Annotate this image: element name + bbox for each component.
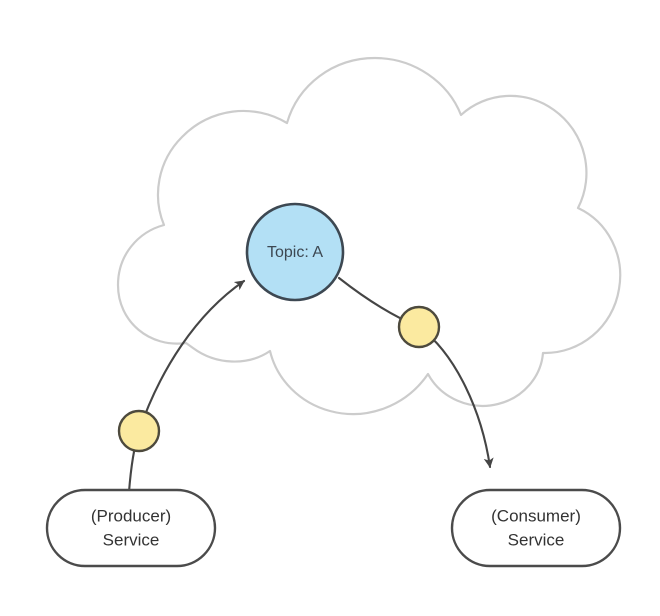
- producer-message-dot-circle[interactable]: [117, 409, 161, 453]
- producer-message-dot[interactable]: [117, 409, 161, 453]
- consumer-service-label-line2: Service: [508, 530, 565, 549]
- topic-label: Topic: A: [267, 244, 323, 261]
- topic-node[interactable]: Topic: A: [245, 202, 345, 302]
- producer-service-box[interactable]: [45, 488, 217, 568]
- consumer-service-label-line1: (Consumer): [491, 506, 581, 525]
- consumer-message-dot-circle[interactable]: [397, 305, 441, 349]
- cloud-shape: [116, 56, 622, 416]
- producer-service-label-line2: Service: [103, 530, 160, 549]
- consumer-service-box[interactable]: [450, 488, 622, 568]
- consumer-service[interactable]: (Consumer) Service: [450, 488, 622, 568]
- producer-service-label-line1: (Producer): [91, 506, 171, 525]
- topic-circle[interactable]: [245, 202, 345, 302]
- consumer-message-dot[interactable]: [397, 305, 441, 349]
- producer-service[interactable]: (Producer) Service: [45, 488, 217, 568]
